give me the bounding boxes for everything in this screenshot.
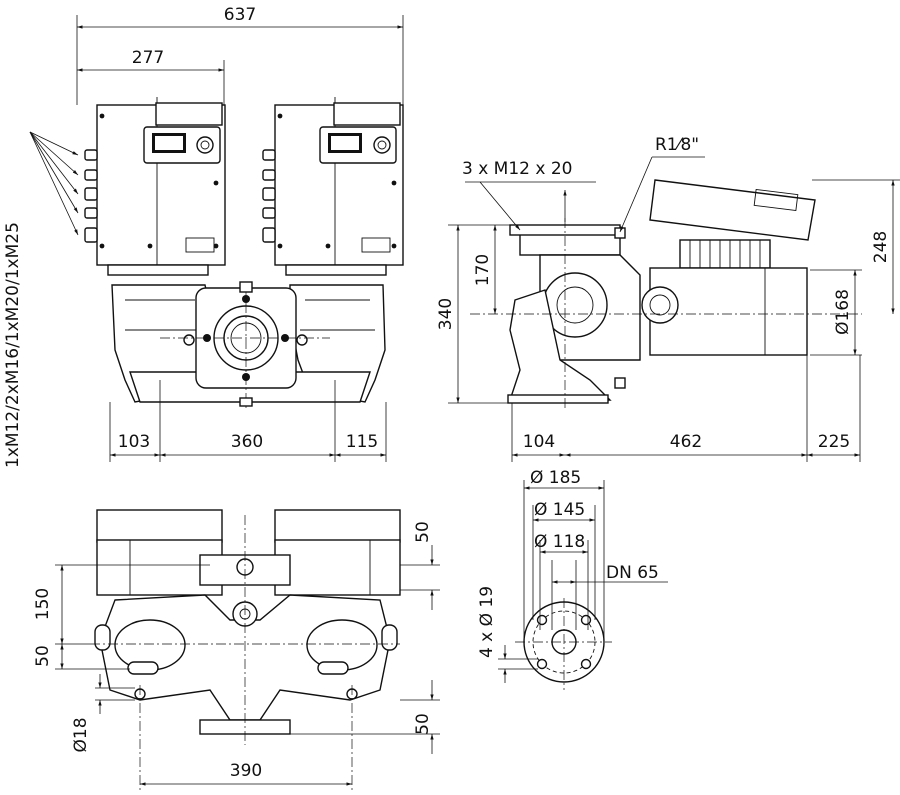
dim-side-50-bottom: 50 (413, 713, 433, 735)
dim-flange-outer: Ø 185 (530, 468, 581, 488)
dim-motor-diameter: Ø168 (833, 289, 853, 335)
cable-gland-spec: 1xM12/2xM16/1xM20/1xM25 (3, 222, 23, 468)
front-view (29, 15, 404, 462)
dim-total-height: 340 (436, 298, 456, 330)
dim-side-50-top: 50 (413, 521, 433, 543)
right-motor-module (262, 97, 404, 276)
dim-overall-width: 637 (224, 5, 256, 25)
side-view (448, 156, 900, 462)
pump-housing-front (111, 281, 386, 410)
dim-flange-to-motor: 277 (132, 48, 164, 68)
dim-flange-holes: 4 x Ø 19 (477, 586, 497, 658)
flange-view (498, 480, 668, 690)
dim-axis-height: 170 (473, 254, 493, 286)
dim-nominal-diameter: DN 65 (606, 563, 659, 583)
dim-left-offset: 103 (118, 432, 150, 452)
top-view (55, 509, 440, 790)
dim-foot-spacing: 390 (230, 761, 262, 781)
bolt-spec: 3 x M12 x 20 (462, 159, 572, 179)
dim-flange-raised: Ø 118 (534, 532, 585, 552)
dim-side-50-left: 50 (33, 645, 53, 667)
vent-thread: R1⁄8" (655, 135, 699, 155)
dim-motor-tail: 225 (818, 432, 850, 452)
dim-motor-height: 248 (871, 231, 891, 263)
dim-foot-front: 104 (523, 432, 555, 452)
dim-side-150: 150 (33, 588, 53, 620)
dim-center-spacing: 360 (231, 432, 263, 452)
control-box-side (649, 179, 816, 241)
dim-foot-hole: Ø18 (71, 717, 91, 752)
pump-inlet-elbow (509, 289, 612, 401)
dim-motor-length: 462 (670, 432, 702, 452)
dim-bolt-circle: Ø 145 (534, 500, 585, 520)
dim-right-offset: 115 (346, 432, 378, 452)
left-motor-module (84, 97, 226, 276)
